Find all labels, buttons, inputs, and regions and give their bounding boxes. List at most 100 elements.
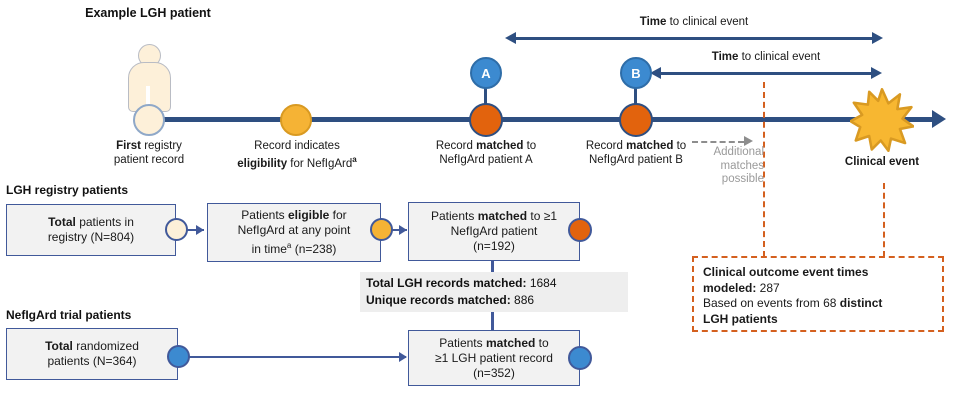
- caption-elig-superscript: a: [352, 155, 357, 164]
- timeline-node-first-record[interactable]: [133, 104, 165, 136]
- connector-trial-1: [178, 356, 406, 358]
- caption-first-line2: patient record: [113, 154, 185, 166]
- caption-eligibility: Record indicates eligibility for NefIgAr…: [215, 139, 379, 171]
- timeline-axis: [148, 117, 938, 122]
- connector-registry-1: [176, 229, 204, 231]
- callout-line2-strong: modeled:: [703, 280, 757, 295]
- box5-line2: ≥1 LGH patient record: [435, 350, 553, 365]
- time-to-event-b-strong: Time: [711, 51, 739, 63]
- box2-line3-post: (n=238): [291, 242, 337, 256]
- timeline-node-eligibility[interactable]: [280, 104, 312, 136]
- person-leg-gap-icon: [146, 86, 150, 112]
- box3-strong: matched: [477, 209, 528, 223]
- callout-connector-left: [763, 82, 765, 257]
- box5-post: to: [535, 335, 549, 350]
- caption-first-record: First registry patient record: [90, 139, 208, 167]
- caption-b-post: to: [673, 140, 687, 152]
- additional-matches-arrowhead-icon: [744, 136, 753, 146]
- callout-line3-strong: distinct: [839, 296, 883, 310]
- marker-stem-b: [634, 86, 637, 108]
- flow-box-total-randomized[interactable]: Total randomized patients (N=364): [6, 328, 178, 380]
- box3-pre: Patients: [431, 209, 478, 223]
- flow-box-matched-lgh[interactable]: Patients matched to ≥1 LGH patient recor…: [408, 330, 580, 386]
- timeline-node-matched-b[interactable]: [619, 103, 653, 137]
- caption-a-post: to: [523, 140, 537, 152]
- time-to-event-a-rest: to clinical event: [666, 16, 749, 28]
- box3-line2: NefIgArd patient: [450, 224, 538, 238]
- box3-line3: (n=192): [473, 239, 515, 253]
- connector-registry-2-head-icon: [399, 225, 407, 235]
- caption-clinical-event: Clinical event: [820, 155, 944, 169]
- section-heading-registry: LGH registry patients: [6, 183, 129, 197]
- box4-rest: randomized: [72, 339, 139, 353]
- connector-registry-1-head-icon: [196, 225, 204, 235]
- time-to-event-label-a: Time to clinical event: [512, 16, 876, 30]
- additional-matches-arrow: [692, 141, 744, 143]
- box2-line2: NefIgArd at any point: [237, 223, 351, 237]
- box5-line3: (n=352): [473, 365, 515, 380]
- time-to-event-arrow-b: [661, 72, 871, 75]
- caption-clinical-event-text: Clinical event: [844, 156, 920, 168]
- box1-strong: Total: [48, 215, 76, 229]
- marker-letter-a-text: A: [481, 65, 491, 81]
- callout-line1: Clinical outcome event times: [703, 265, 869, 279]
- arrow-left-head-b-icon: [650, 67, 661, 79]
- callout-line4: LGH patients: [703, 311, 778, 326]
- marker-letter-b[interactable]: B: [620, 57, 652, 89]
- marker-letter-a[interactable]: A: [470, 57, 502, 89]
- bullet-total-randomized: [167, 345, 190, 368]
- stats-line2-value: 886: [510, 293, 535, 307]
- callout-connector-right: [883, 183, 885, 257]
- box3-post: to ≥1: [527, 209, 557, 223]
- box5-pre: Patients: [439, 335, 486, 350]
- stats-line1-strong: Total LGH records matched:: [366, 276, 527, 290]
- box2-strong: eligible: [288, 208, 330, 222]
- callout-line3-pre: Based on events from 68: [703, 296, 840, 310]
- box1-line2: registry (N=804): [47, 230, 135, 244]
- box2-line3-pre: in time: [251, 242, 287, 256]
- caption-a-line2: NefIgArd patient A: [439, 154, 533, 166]
- flow-box-matched-nefigard[interactable]: Patients matched to ≥1 NefIgArd patient …: [408, 202, 580, 261]
- caption-elig-rest: for NefIgArd: [287, 157, 353, 170]
- caption-a-pre: Record: [435, 140, 477, 152]
- additional-matches-note: Additional matches possible: [713, 146, 764, 185]
- callout-line2-value: 287: [756, 280, 780, 295]
- bullet-first-record: [165, 218, 188, 241]
- caption-a-strong: matched: [476, 140, 524, 152]
- timeline-node-matched-a[interactable]: [469, 103, 503, 137]
- bullet-matched-nefigard: [568, 218, 592, 242]
- time-to-event-arrow-a: [516, 37, 872, 40]
- arrow-right-head-a-icon: [872, 32, 883, 44]
- box1-rest: patients in: [75, 215, 134, 229]
- connector-registry-2: [381, 229, 407, 231]
- flow-box-eligible[interactable]: Patients eligible for NefIgArd at any po…: [207, 203, 381, 262]
- caption-b-strong: matched: [626, 140, 674, 152]
- flow-box-total-registry[interactable]: Total patients in registry (N=804): [6, 204, 176, 256]
- person-title-text: Example LGH patient: [85, 6, 211, 20]
- caption-matched-a: Record matched to NefIgArd patient A: [412, 139, 560, 167]
- time-to-event-b-rest: to clinical event: [738, 51, 821, 63]
- stats-connector-top: [491, 261, 494, 273]
- connector-trial-1-head-icon: [399, 352, 407, 362]
- stats-line1-value: 1684: [526, 276, 557, 290]
- time-to-event-a-strong: Time: [639, 16, 667, 28]
- time-to-event-label-b: Time to clinical event: [655, 51, 877, 65]
- clinical-outcome-callout: Clinical outcome event times modeled: 28…: [692, 256, 944, 332]
- box2-post: for: [329, 208, 347, 222]
- section-heading-trial: NefIgArd trial patients: [6, 308, 132, 322]
- caption-elig-line1: Record indicates: [254, 140, 340, 152]
- stats-connector-bottom: [491, 312, 494, 331]
- marker-letter-b-text: B: [631, 65, 641, 81]
- clinical-event-star-icon[interactable]: [849, 88, 915, 152]
- stats-line2-strong: Unique records matched:: [366, 293, 511, 307]
- box2-superscript: a: [286, 241, 292, 250]
- box4-line2: patients (N=364): [47, 354, 137, 368]
- marker-stem-a: [484, 86, 487, 108]
- bullet-eligibility: [370, 218, 393, 241]
- bullet-matched-lgh: [568, 346, 592, 370]
- caption-b-pre: Record: [585, 140, 627, 152]
- person-title: Example LGH patient: [72, 5, 224, 21]
- arrow-left-head-a-icon: [505, 32, 516, 44]
- caption-matched-b: Record matched to NefIgArd patient B: [562, 139, 710, 167]
